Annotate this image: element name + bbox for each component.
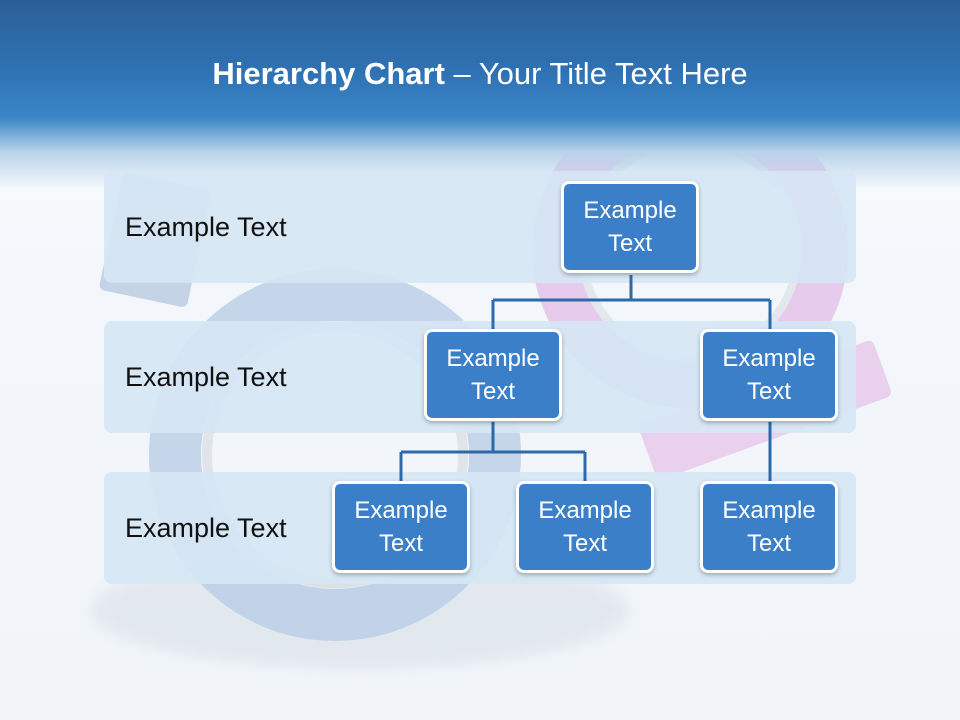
node-root[interactable]: Example Text	[561, 181, 699, 273]
node-level3-c[interactable]: Example Text	[700, 481, 838, 573]
node-level2-right[interactable]: Example Text	[700, 329, 838, 421]
connector-left-to-level3	[399, 422, 587, 481]
node-level3-a[interactable]: Example Text	[332, 481, 470, 573]
node-level3-b[interactable]: Example Text	[516, 481, 654, 573]
level-3-label: Example Text	[125, 512, 287, 543]
level-band-1: Example Text	[104, 171, 856, 283]
level-2-label: Example Text	[125, 361, 287, 392]
title-rest: – Your Title Text Here	[444, 56, 748, 91]
header-bar	[0, 0, 960, 190]
slide-title: Hierarchy Chart – Your Title Text Here	[0, 56, 960, 92]
title-bold: Hierarchy Chart	[212, 56, 445, 91]
node-level2-left[interactable]: Example Text	[424, 329, 562, 421]
blue-ring	[149, 269, 521, 641]
connector-root-to-level2	[491, 275, 772, 329]
level-1-label: Example Text	[125, 211, 287, 242]
